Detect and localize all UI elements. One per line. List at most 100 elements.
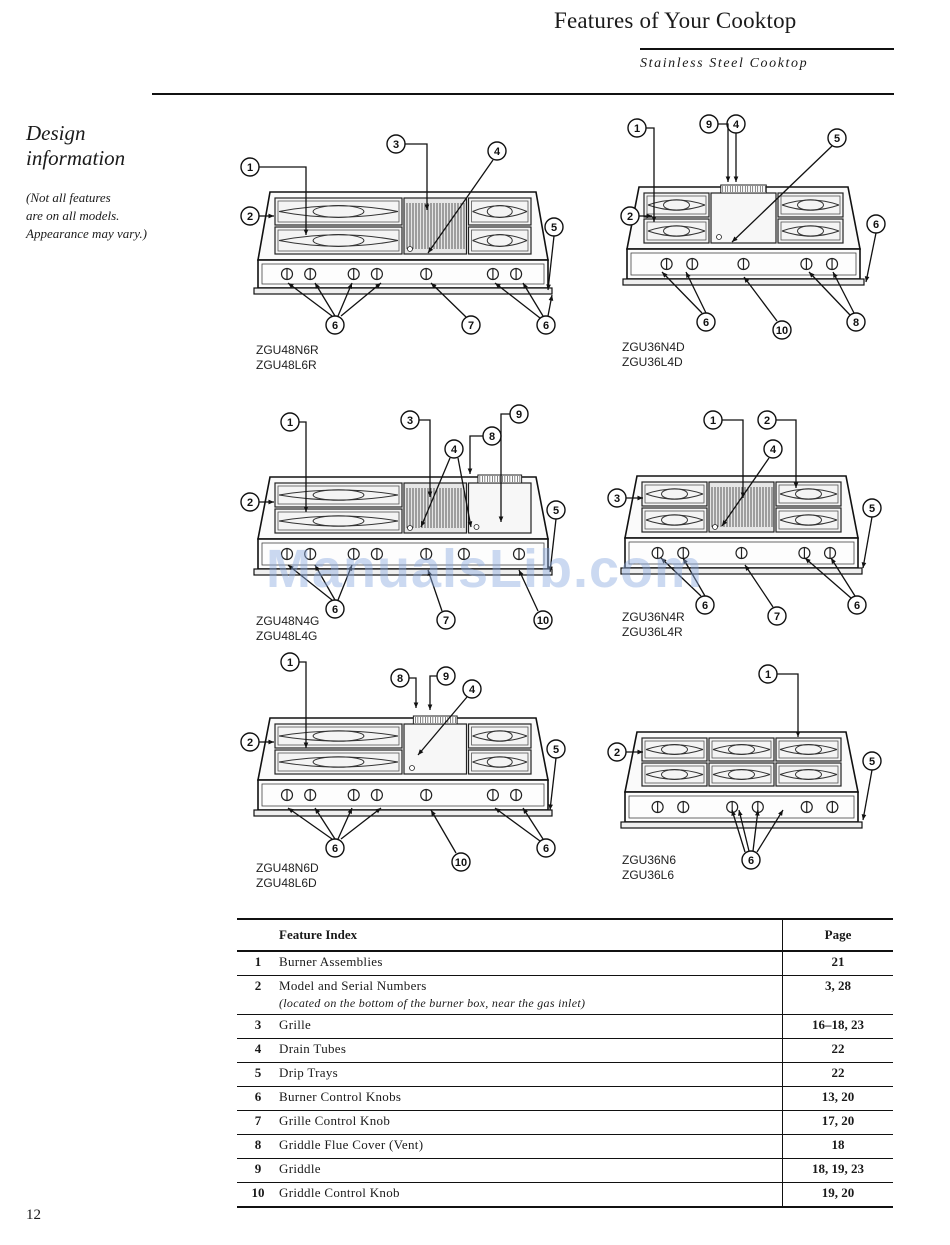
callout-circle: [607, 488, 627, 508]
callout-number: 6: [748, 855, 754, 867]
model-label: ZGU36N6 ZGU36L6: [622, 853, 676, 883]
model-label: ZGU36N4D ZGU36L4D: [622, 340, 685, 370]
callout-circle: [827, 128, 847, 148]
callout-circle: [240, 492, 260, 512]
callout-circle: [758, 664, 778, 684]
model-number: ZGU48L6R: [256, 358, 317, 372]
feature-number: 4: [237, 1038, 279, 1063]
page-header: Page: [782, 919, 893, 952]
callout-number: 6: [703, 317, 709, 329]
cooktop-body: [253, 715, 553, 817]
num-header: [237, 919, 279, 952]
callout-number: 8: [853, 317, 859, 329]
cooktop-body: [253, 191, 553, 295]
feature-page: 18, 19, 23: [782, 1158, 893, 1183]
callout-number: 3: [407, 415, 413, 427]
model-label: ZGU48N4G ZGU48L4G: [256, 614, 319, 644]
callout-number: 5: [834, 133, 840, 145]
callout-number: 5: [869, 756, 875, 768]
callout-circle: [436, 610, 456, 630]
callout-circle: [544, 217, 564, 237]
model-label: ZGU48N6D ZGU48L6D: [256, 861, 319, 891]
model-label: ZGU36N4R ZGU36L4R: [622, 610, 685, 640]
section-heading: Design information: [26, 121, 166, 171]
feature-number: 3: [237, 1014, 279, 1039]
feature-name-text: Grille: [279, 1017, 312, 1032]
feature-page: 13, 20: [782, 1086, 893, 1111]
callout-circle: [451, 852, 471, 872]
feature-name-text: Drip Trays: [279, 1065, 338, 1080]
callout-number: 7: [443, 615, 449, 627]
callout-number: 2: [247, 737, 253, 749]
callout-circle: [741, 850, 761, 870]
callout-circle: [846, 312, 866, 332]
model-number: ZGU36N4D: [622, 340, 685, 354]
feature-page: 19, 20: [782, 1182, 893, 1208]
feature-number: 10: [237, 1182, 279, 1208]
callout-number: 4: [469, 684, 476, 696]
callout-number: 8: [489, 431, 495, 443]
callout-circle: [866, 214, 886, 234]
feature-number: 1: [237, 951, 279, 976]
callout-circle: [536, 315, 556, 335]
feature-name: Drip Trays: [279, 1062, 783, 1087]
callout-number: 9: [706, 119, 712, 131]
callout-number: 6: [873, 219, 879, 231]
callout-number: 6: [332, 843, 338, 855]
feature-number: 9: [237, 1158, 279, 1183]
callout-circle: [390, 668, 410, 688]
section-heading-line: Design: [26, 121, 86, 145]
callout-number: 6: [854, 600, 860, 612]
feature-number: 2: [237, 975, 279, 1015]
feature-number: 7: [237, 1110, 279, 1135]
callout-circle: [487, 141, 507, 161]
callout-circle: [546, 739, 566, 759]
callout-number: 4: [494, 146, 501, 158]
callout-circle: [757, 410, 777, 430]
header-rule: [152, 93, 894, 95]
callout-circle: [607, 742, 627, 762]
callout-number: 8: [397, 673, 403, 685]
callout-circle: [280, 652, 300, 672]
callout-circle: [763, 439, 783, 459]
note-line: are on all models.: [26, 208, 120, 223]
feature-name: Drain Tubes: [279, 1038, 783, 1063]
callout-circle: [862, 751, 882, 771]
feature-number: 8: [237, 1134, 279, 1159]
callout-circle: [703, 410, 723, 430]
callout-number: 2: [247, 497, 253, 509]
feature-number: 5: [237, 1062, 279, 1087]
model-number: ZGU48N4G: [256, 614, 320, 628]
callout-number: 10: [455, 857, 467, 869]
cooktop-body: [253, 474, 553, 576]
page-number: 12: [26, 1207, 41, 1223]
callout-number: 1: [765, 669, 771, 681]
callout-number: 1: [247, 162, 253, 174]
page-subtitle: Stainless Steel Cooktop: [640, 56, 809, 71]
callout-number: 4: [733, 119, 740, 131]
callout-number: 6: [702, 600, 708, 612]
feature-name-text: Burner Control Knobs: [279, 1089, 402, 1104]
callout-circle: [325, 315, 345, 335]
callout-number: 6: [332, 320, 338, 332]
callout-number: 2: [247, 211, 253, 223]
callout-number: 5: [553, 744, 559, 756]
callout-circle: [240, 732, 260, 752]
feature-name: Model and Serial Numbers(located on the …: [279, 975, 783, 1015]
